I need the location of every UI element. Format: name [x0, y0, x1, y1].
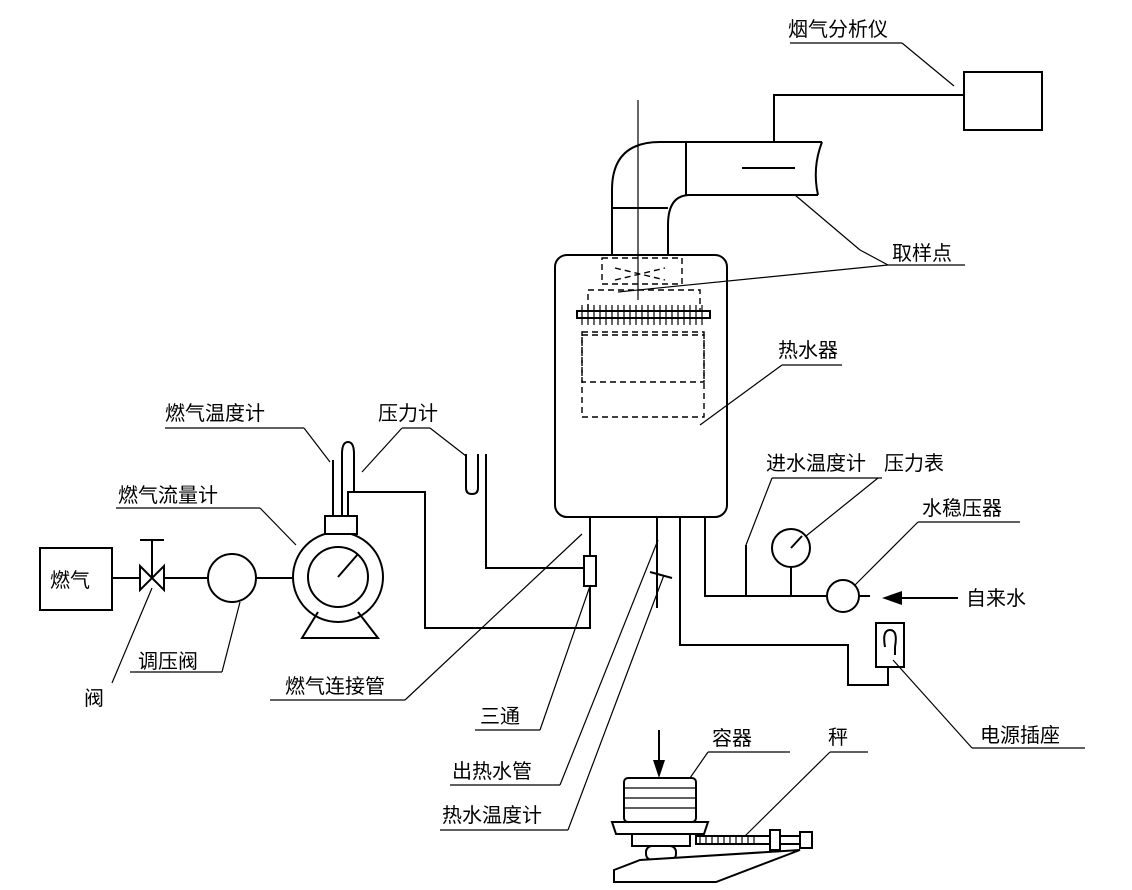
sampling-point [617, 249, 965, 293]
label-gas-thermometer: 燃气温度计 [165, 401, 265, 425]
pressure-meter-icon [771, 477, 879, 568]
label-gas-flowmeter: 燃气流量计 [118, 483, 218, 507]
label-valve: 阀 [84, 686, 104, 710]
valve-icon [111, 539, 165, 684]
label-tap-water: 自来水 [966, 586, 1026, 610]
label-gas-connection-pipe: 燃气连接管 [285, 674, 385, 698]
water-inlet-line [704, 477, 882, 597]
pressure-regulator-icon [130, 553, 257, 673]
label-inlet-water-thermometer: 进水温度计 [766, 451, 866, 475]
label-water-stabilizer: 水稳压器 [922, 496, 1002, 520]
pressure-gauge-u-tube-icon [341, 427, 479, 516]
label-sampling-point: 取样点 [892, 241, 952, 265]
power-cable [679, 517, 889, 686]
power-socket-icon [875, 622, 1085, 749]
scale-icon [610, 751, 868, 883]
gas-connection-lines [270, 454, 591, 701]
label-power-socket: 电源插座 [980, 723, 1060, 747]
hot-water-outlet-pipe [440, 517, 673, 831]
label-hot-water-thermometer: 热水温度计 [442, 803, 542, 827]
label-pressure-regulator: 调压阀 [138, 649, 198, 673]
tee-icon [475, 555, 597, 731]
label-container: 容器 [712, 726, 752, 750]
flue-gas-analyzer [773, 42, 1043, 142]
label-pressure-gauge-u-tube: 压力计 [378, 401, 438, 425]
label-pressure-meter: 压力表 [884, 451, 944, 475]
label-water-heater: 热水器 [778, 338, 838, 362]
gas-thermometer-icon [165, 427, 334, 516]
label-hot-water-outlet-pipe: 出热水管 [452, 759, 532, 783]
flue-pipe [611, 100, 861, 300]
water-heater-body [554, 254, 842, 518]
label-flue-gas-analyzer: 烟气分析仪 [788, 17, 888, 41]
gas-flowmeter-icon [116, 507, 384, 639]
tap-water-arrow-icon [882, 591, 958, 605]
container-icon [623, 730, 790, 823]
water-stabilizer-icon [826, 521, 1020, 613]
label-scale: 秤 [828, 725, 848, 749]
label-gas: 燃气 [50, 568, 90, 592]
label-tee: 三通 [480, 704, 520, 728]
